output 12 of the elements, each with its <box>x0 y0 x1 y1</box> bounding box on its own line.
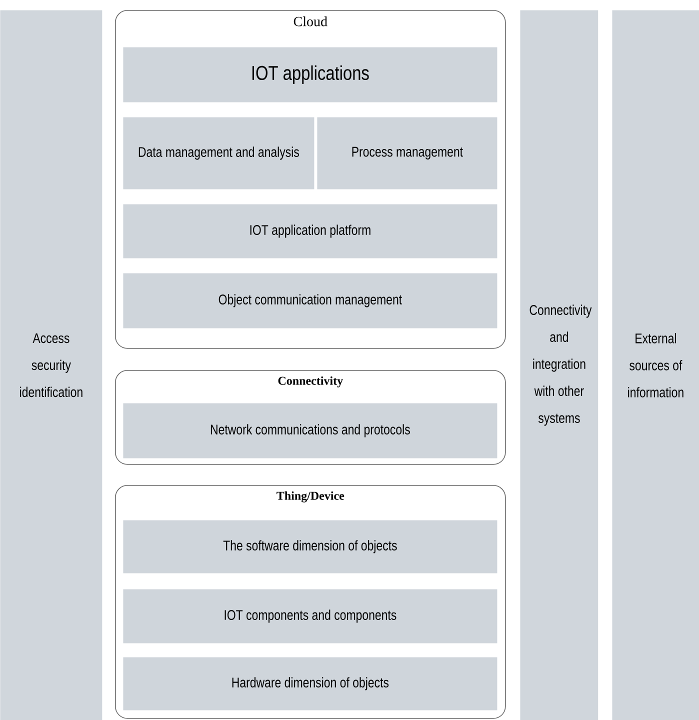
layer-box: The software dimension of objects <box>123 520 498 574</box>
layer-box: Network communications and protocols <box>123 403 498 458</box>
layer-box: Data management and analysis <box>123 117 314 190</box>
layer-box: IOT application platform <box>123 204 498 258</box>
layer-box: IOT applications <box>123 47 498 102</box>
side-band: External sources of information <box>612 10 699 720</box>
side-band: Access security identification <box>0 10 102 720</box>
side-band: Connectivity and integration with other systems <box>520 10 598 720</box>
layer-box: Process management <box>317 117 498 190</box>
layer-box: Hardware dimension of objects <box>123 657 498 710</box>
layer-box: Object communication management <box>123 273 498 328</box>
layer-box: IOT components and components <box>123 589 498 644</box>
